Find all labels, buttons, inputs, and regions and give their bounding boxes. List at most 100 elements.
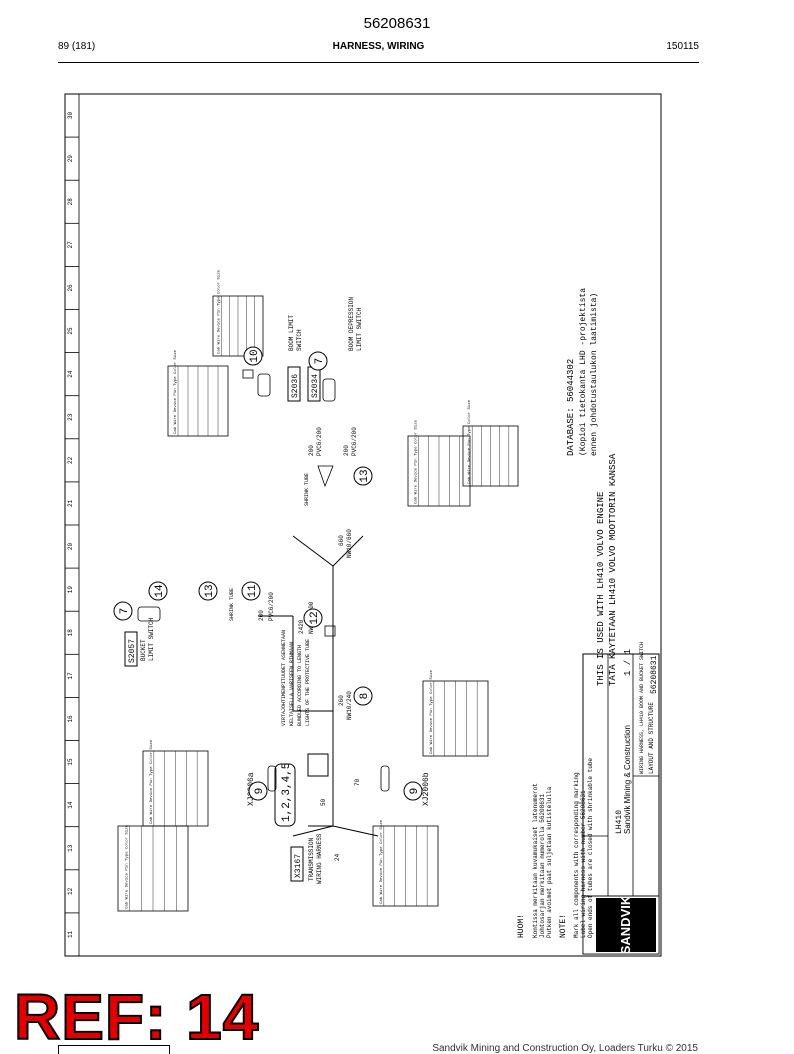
grid-number: 30	[67, 112, 74, 120]
s2057-desc-2: LIMIT SWITCH	[148, 617, 155, 661]
junction-12	[324, 625, 336, 637]
harness-lines	[258, 535, 379, 837]
balloon-label: 10	[249, 349, 261, 362]
s2057-desc-1: BUCKET	[140, 639, 147, 661]
wire-label-pvc-a: PVC6/200	[268, 592, 275, 621]
document-number: 56208631	[363, 15, 431, 32]
balloon	[241, 581, 261, 601]
table-header: Cab Wire Device Pin Type Color Size	[216, 269, 221, 354]
title-name-2: LAYOUT AND STRUCTURE	[648, 702, 655, 774]
database-line-2: (Kopioi tietokanta LHD -projektista	[579, 288, 588, 456]
huom-title: HUOM!	[517, 914, 526, 938]
drawing-border	[64, 93, 662, 957]
center-note-3: BUNDLED ACCORDING TO LENGTH	[297, 645, 303, 726]
balloon-label: 7	[119, 608, 131, 615]
xj2006b-connector	[380, 765, 390, 792]
grid-number: 28	[67, 198, 74, 206]
grid-number: 26	[67, 284, 74, 292]
wiring-drawing: 1112131415161718192021222324252627282930…	[64, 93, 662, 957]
huom-line-2: Johtosarjan merkitaan numerolla 56208631	[539, 794, 546, 938]
footer-copyright: Sandvik Mining and Construction Oy, Load…	[432, 1043, 698, 1054]
notes-block: HUOM! Kontissa merkitaan kuvamukaiset la…	[517, 758, 594, 938]
balloon-label: 13	[359, 469, 371, 482]
center-note-2: KELTAISELLA VARISEEN RIHMAAN	[289, 642, 295, 726]
xj2006a-connector	[267, 765, 277, 792]
huom-line-3: Putken avoimet paat suljetaan kutistelul…	[546, 786, 553, 938]
table-header: Cab Wire Device Pin Type Color Size	[379, 819, 384, 904]
database-line-1: DATABASE: 56044302	[566, 359, 576, 456]
table-header: Cab Wire Device Pin Type Color Size	[173, 349, 178, 434]
title-sheet: 1 / 1	[623, 649, 633, 676]
wire-label-pvc-c: PVC6/200	[351, 427, 358, 456]
s2036-desc-2: SWITCH	[296, 329, 303, 351]
balloon	[303, 608, 323, 628]
grid-number: 20	[67, 543, 74, 551]
balloon	[403, 781, 423, 801]
xj2006b-label: XJ2006b	[422, 772, 431, 806]
s2034-switch	[322, 378, 336, 402]
table-header: Cab Wire Device Pin Type Color Size	[125, 824, 130, 909]
balloon	[248, 781, 268, 801]
header-rule	[58, 62, 699, 63]
title-name-1: WIRING HARNESS, LH410 BOOM AND BUCKET SW…	[639, 642, 645, 774]
wire-label-50: 50	[320, 798, 327, 806]
wire-label-70: 70	[354, 778, 361, 786]
balloon-label: 8	[359, 693, 371, 700]
ref-overlay: REF: 14	[13, 981, 260, 1053]
balloon	[198, 581, 218, 601]
grid-number: 17	[67, 672, 74, 680]
grid-number: 24	[67, 370, 74, 378]
wire-label-pvc-b: PVC6/200	[316, 427, 323, 456]
grid-number: 16	[67, 715, 74, 723]
s2036-desc-1: BOOM LIMIT	[288, 315, 295, 351]
balloon-label: 14	[154, 584, 166, 598]
title-block: SANDVIK LH410 Sandvik Mining & Construct…	[582, 642, 660, 955]
sandvik-logo-box	[596, 898, 656, 952]
grid-number: 29	[67, 155, 74, 163]
balloon	[353, 466, 373, 486]
footer-logo-strip	[58, 1045, 170, 1054]
s2034-desc-1: BOOM DEPRESSION	[348, 297, 355, 351]
table-header: Cab Wire Device Pin Type Color Size	[149, 739, 154, 824]
balloon-label: 9	[409, 788, 421, 795]
balloon	[308, 351, 328, 371]
grid-number: 13	[67, 844, 74, 852]
section-title: HARNESS, WIRING	[332, 41, 425, 52]
grid-number: 21	[67, 499, 74, 507]
s2034-desc-2: LIMIT SWITCH	[356, 307, 363, 351]
center-note-1: VIRTAJOHTIMENPITUUDET ASENNETAAN	[281, 630, 287, 726]
grid-number: 23	[67, 413, 74, 421]
huom-line-1: Kontissa merkitaan kuvamukaiset latenume…	[532, 783, 539, 938]
page-number: 89 (181)	[58, 41, 96, 52]
s2057-label: S2057	[128, 639, 137, 663]
wire-label-660: 660	[338, 535, 345, 546]
balloon-label: 13	[204, 584, 216, 597]
table-header: Cab Wire Device Pin Type Color Size	[467, 399, 472, 484]
database-line-3: ennen johdotustaulukon laatimista)	[590, 293, 599, 456]
s2057-switch	[137, 606, 161, 622]
usage-line-1: THIS IS USED WITH LH410 VOLVO ENGINE	[596, 492, 606, 686]
balloon	[243, 346, 263, 366]
x3167-desc-1: TRANSMISSION	[308, 837, 315, 881]
x3167-connector	[307, 753, 329, 777]
x3167-label: X3167	[294, 854, 303, 878]
y-splitter	[317, 465, 334, 488]
grid-number: 22	[67, 456, 74, 464]
balloon-label: 11	[247, 584, 259, 598]
s2036-switch	[257, 373, 271, 397]
grid-number: 11	[67, 930, 74, 938]
center-note-4: LIGHTS OF THE PROTECTIVE TUBE	[305, 639, 311, 726]
grid-number: 25	[67, 327, 74, 335]
balloon	[148, 581, 168, 601]
title-model: LH410	[615, 810, 624, 834]
wire-label-200-c: 200	[343, 445, 350, 456]
balloon-label: 7	[314, 358, 326, 365]
table-header: Cab Wire Device Pin Type Color Size	[413, 419, 418, 504]
sandvik-logo-text: SANDVIK	[618, 895, 633, 954]
wire-label-nw10-240: NW10/240	[346, 691, 353, 720]
balloon	[353, 686, 373, 706]
title-company-line: Sandvik Mining & Construction	[623, 725, 632, 834]
